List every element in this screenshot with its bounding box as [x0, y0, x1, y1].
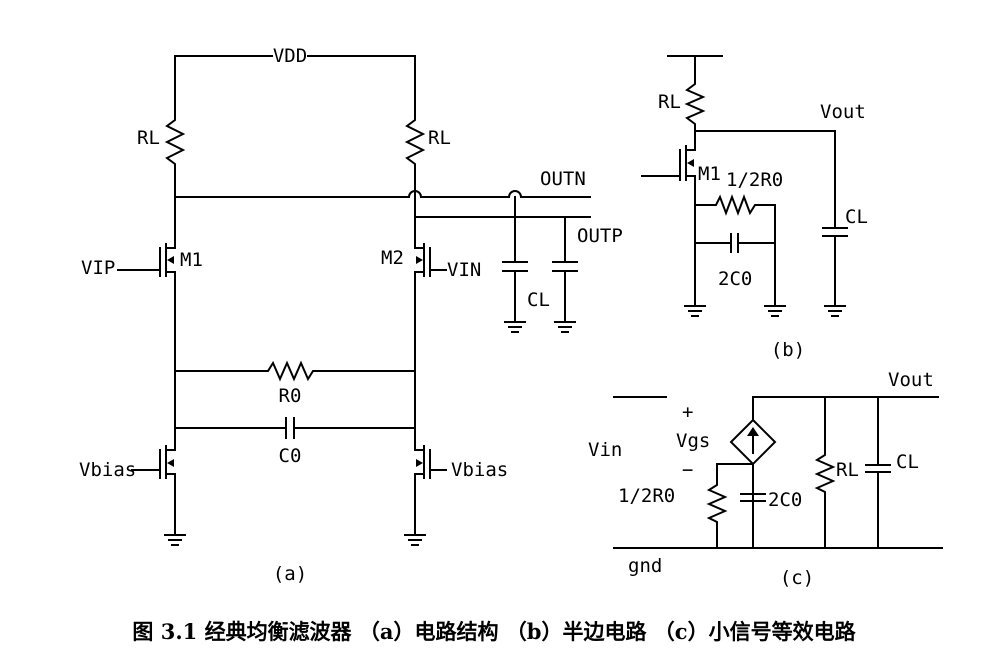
gnd-label: gnd — [628, 555, 662, 577]
m2-label: M2 — [381, 247, 404, 269]
two-c0-label-c: 2C0 — [768, 489, 802, 511]
cl-label-c: CL — [896, 451, 919, 473]
rl-label-b: RL — [658, 91, 681, 113]
vout-label-c: Vout — [888, 369, 934, 391]
two-c0-label-b: 2C0 — [718, 268, 752, 290]
outn-label: OUTN — [540, 168, 586, 190]
cl-label: CL — [527, 289, 550, 311]
r0-label: R0 — [279, 385, 302, 407]
rl-left-label: RL — [137, 127, 160, 149]
half-r0-label-c: 1/2R0 — [618, 485, 675, 507]
vbias-left-label: Vbias — [79, 459, 136, 481]
rl-right-label: RL — [428, 127, 451, 149]
m1-label: M1 — [180, 249, 203, 271]
vout-label-b: Vout — [820, 101, 866, 123]
label-c: (c) — [780, 567, 814, 589]
circuit-a: VDD RL RL OUTN OUTP CL VIP M1 M2 VIN — [79, 45, 623, 585]
m1-label-b: M1 — [698, 163, 721, 185]
figure-caption: 图 3.1 经典均衡滤波器 （a）电路结构 （b）半边电路 （c）小信号等效电路 — [132, 619, 856, 644]
vbias-right-label: Vbias — [451, 459, 508, 481]
circuit-figure: VDD RL RL OUTN OUTP CL VIP M1 M2 VIN — [79, 45, 943, 589]
vin-label-c: Vin — [588, 439, 622, 461]
half-r0-label-b: 1/2R0 — [726, 169, 783, 191]
vin-label: VIN — [447, 259, 481, 281]
plus-label: + — [682, 401, 693, 423]
cl-label-b: CL — [845, 206, 868, 228]
minus-label: − — [682, 459, 693, 481]
outp-label: OUTP — [577, 225, 623, 247]
label-b: (b) — [771, 339, 805, 361]
circuit-c: Vout Vin + Vgs − 1/2R0 2C0 RL CL gnd (c) — [588, 369, 943, 589]
label-a: (a) — [273, 563, 307, 585]
vgs-label: Vgs — [676, 430, 710, 452]
vdd-label: VDD — [273, 45, 307, 67]
circuit-b: RL Vout CL M1 1/2R0 2C0 (b) — [641, 55, 868, 361]
rl-label-c: RL — [836, 459, 859, 481]
c0-label: C0 — [279, 445, 302, 467]
vip-label: VIP — [81, 257, 115, 279]
